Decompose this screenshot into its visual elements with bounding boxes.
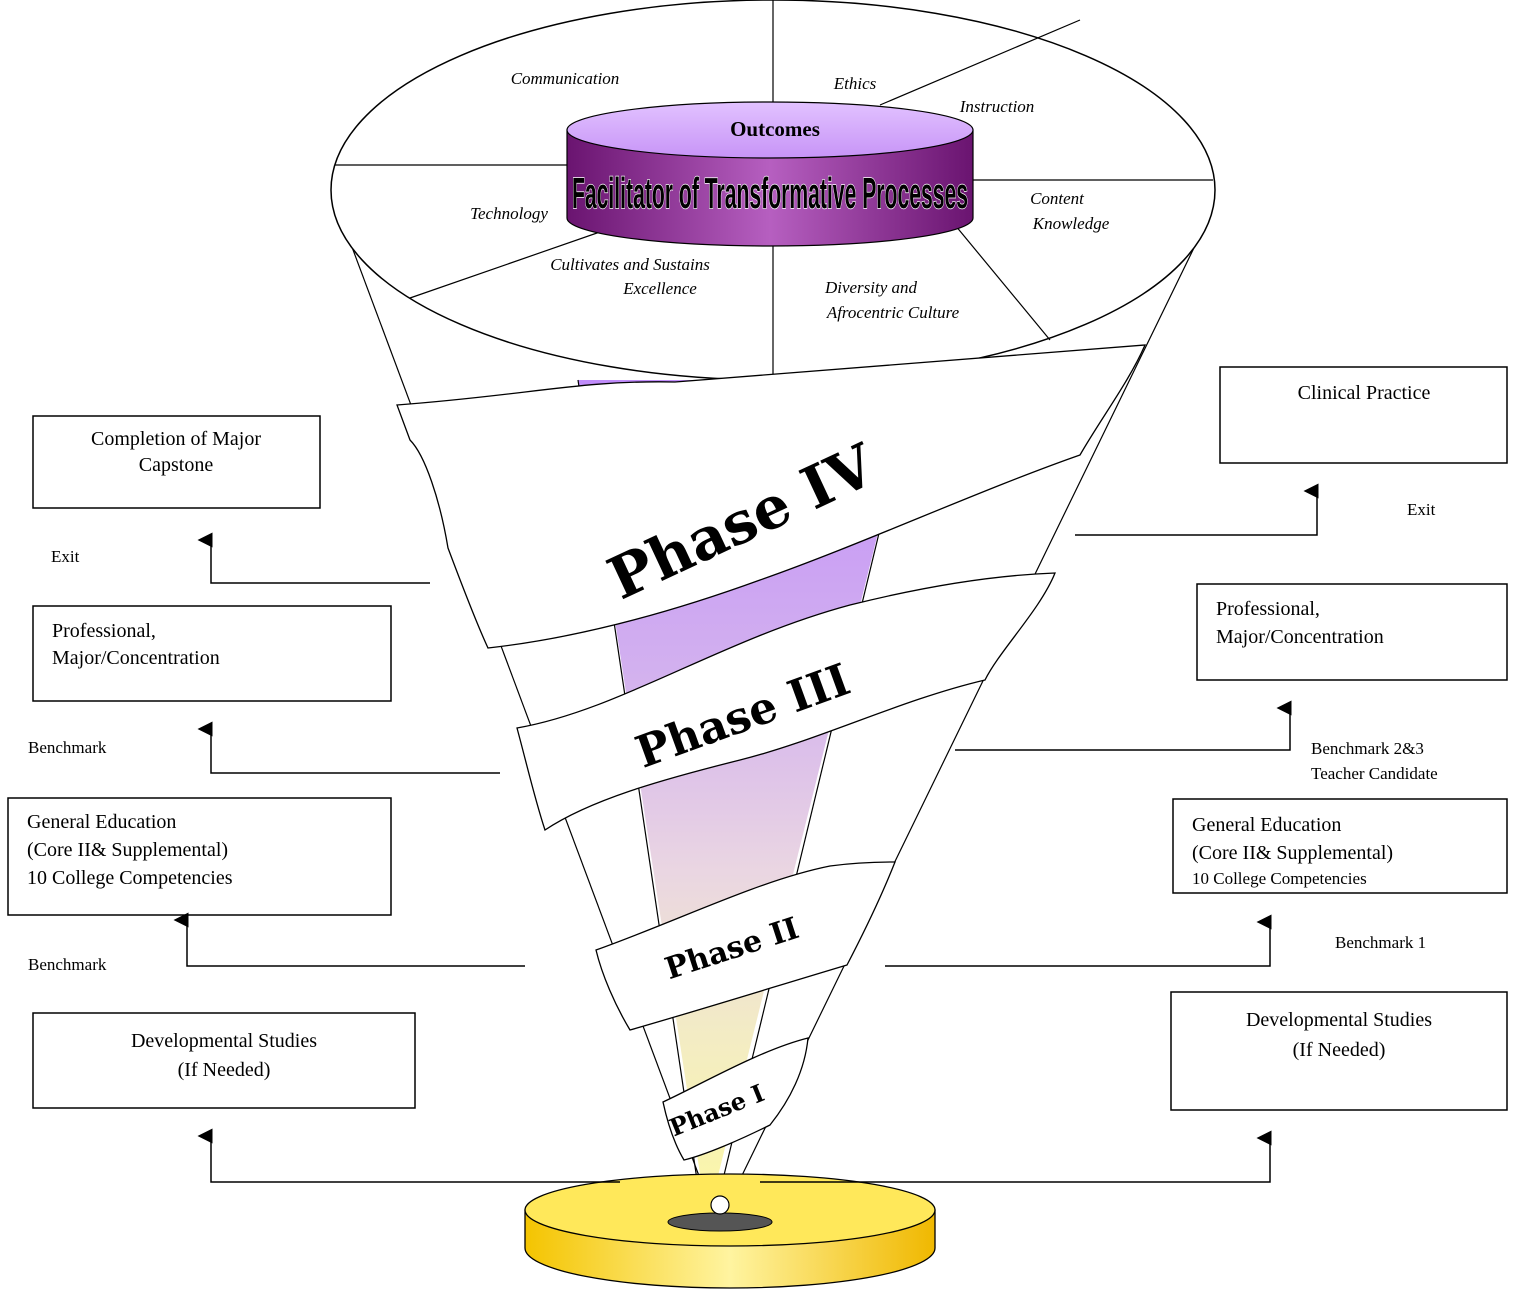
left-gened-line2: (Core II& Supplemental) [27, 839, 228, 861]
facilitator-label: Facilitator of Transformative Processes [572, 169, 968, 218]
right-benchmark23-line2: Teacher Candidate [1311, 764, 1438, 783]
right-connectors [760, 483, 1319, 1183]
segment-instruction: Instruction [959, 97, 1035, 116]
left-devstudies-box [32, 1012, 416, 1109]
left-gened-line3: 10 College Competencies [27, 867, 233, 889]
left-gened-line1: General Education [27, 811, 176, 833]
outcomes-cylinder: Outcomes Facilitator of Transformative P… [566, 101, 974, 247]
left-devstudies-line1: Developmental Studies [131, 1030, 317, 1052]
segment-diversity-line1: Diversity and [824, 278, 918, 297]
right-professional-box [1196, 583, 1508, 681]
right-devstudies-line1: Developmental Studies [1246, 1009, 1432, 1031]
segment-cultivates-line2: Excellence [622, 279, 697, 298]
left-capstone-box [32, 415, 321, 509]
left-capstone-line1: Completion of Major [91, 428, 261, 450]
left-professional-line2: Major/Concentration [52, 647, 220, 669]
right-gened-line3: 10 College Competencies [1192, 869, 1367, 888]
right-gened-line2: (Core II& Supplemental) [1192, 842, 1393, 864]
right-gened-line1: General Education [1192, 814, 1341, 836]
funnel-left-edge [339, 214, 709, 1201]
right-gened-box [1172, 798, 1508, 894]
segment-cultivates-line1: Cultivates and Sustains [550, 255, 710, 274]
ribbon-phase-2: Phase II [595, 861, 896, 1031]
right-benchmark23-line1: Benchmark 2&3 [1311, 739, 1424, 758]
left-benchmark-lower: Benchmark [28, 955, 107, 974]
left-professional-line1: Professional, [52, 620, 156, 642]
right-exit-label: Exit [1407, 500, 1436, 519]
ribbon-phase-3: Phase III [516, 572, 1056, 832]
left-devstudies-line2: (If Needed) [178, 1059, 271, 1081]
segment-ethics: Ethics [833, 74, 877, 93]
right-professional-line2: Major/Concentration [1216, 626, 1384, 648]
left-connectors [173, 532, 620, 1183]
left-gened-box [7, 797, 392, 916]
right-devstudies-box [1170, 991, 1508, 1111]
left-benchmark-upper: Benchmark [28, 738, 107, 757]
right-clinical-box [1219, 366, 1508, 464]
base-hole [667, 1212, 773, 1232]
segment-technology: Technology [470, 204, 548, 223]
segment-diversity-line2: Afrocentric Culture [826, 303, 960, 322]
right-clinical-label: Clinical Practice [1298, 382, 1431, 404]
segment-communication: Communication [511, 69, 620, 88]
segment-content-line1: Content [1030, 189, 1085, 208]
funnel-tip [710, 1195, 730, 1215]
ribbon-phase-1: Phase I [662, 1037, 809, 1161]
right-benchmark1-label: Benchmark 1 [1335, 933, 1426, 952]
segment-content-line2: Knowledge [1032, 214, 1110, 233]
right-professional-line1: Professional, [1216, 598, 1320, 620]
left-professional-box [32, 605, 392, 702]
outcomes-label: Outcomes [730, 117, 820, 141]
right-devstudies-line2: (If Needed) [1293, 1039, 1386, 1061]
left-exit-label: Exit [51, 547, 80, 566]
funnel-right-edge [729, 214, 1211, 1201]
left-capstone-line2: Capstone [139, 454, 214, 476]
ellipse-dividers [335, 0, 1213, 380]
gold-base [524, 1173, 936, 1289]
